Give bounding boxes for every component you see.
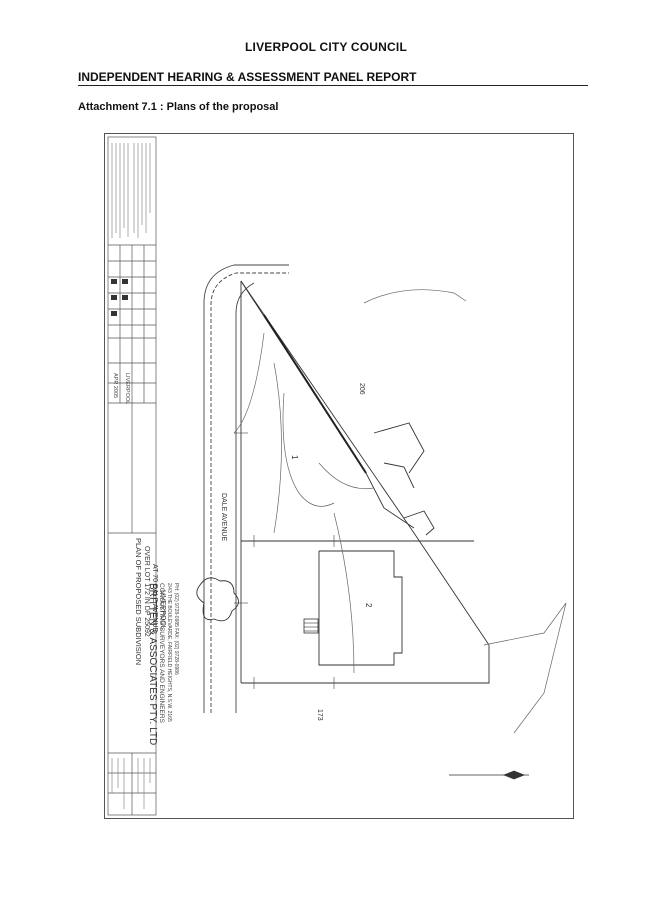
attachment-title: Attachment 7.1 : Plans of the proposal: [78, 101, 279, 113]
title-block: [107, 136, 157, 816]
council-label: LIVERPOOL: [124, 373, 130, 404]
notes-text: [111, 143, 151, 809]
lot-label-2: 2: [364, 603, 373, 608]
lot-label-1: 1: [290, 455, 299, 460]
lot-label-173: 173: [316, 709, 323, 721]
title-rule: [78, 85, 588, 86]
dimension-ticks: [234, 432, 335, 689]
firm-name: BRITTEN & ASSOCIATES PTY. LTD: [147, 583, 158, 745]
building-stairs: [303, 618, 319, 634]
firm-line-2: CONSULTING SURVEYORS AND ENGINEERS: [158, 583, 165, 724]
plan-title-line-1: PLAN OF PROPOSED SUBDIVISION: [134, 538, 143, 665]
legend-swatches: [111, 279, 128, 316]
street-kerb: [203, 264, 289, 713]
lot-boundary-thick: [263, 314, 367, 474]
date-label: APR 2005: [112, 373, 118, 398]
sheet-border: [104, 133, 574, 819]
report-title: INDEPENDENT HEARING & ASSESSMENT PANEL R…: [78, 70, 417, 84]
tree-symbol: [196, 577, 239, 622]
plan-title-line-3: AT 70 DALE AVENUE,: [151, 564, 158, 634]
council-heading: LIVERPOOL CITY COUNCIL: [245, 40, 407, 54]
firm-line-4: PH: (02) 9728-0985 FAX: (02) 9728-0986: [173, 583, 179, 675]
plan-sheet: PLAN OF PROPOSED SUBDIVISION OVER LOT 17…: [104, 133, 574, 819]
building-footprint: [318, 550, 403, 666]
lot-label-206: 206: [358, 383, 365, 395]
north-arrow: [449, 770, 529, 780]
street-name: DALE AVENUE: [220, 493, 227, 541]
plan-title-line-4: LIVERPOOL: [159, 590, 166, 630]
plan-title-line-2: OVER LOT 172 IN DP 25092: [143, 546, 150, 637]
firm-line-3: 2/43 THE BOULEVARDE, FAIRFIELD HEIGHTS, …: [166, 583, 172, 722]
contour-lines: [233, 289, 567, 734]
